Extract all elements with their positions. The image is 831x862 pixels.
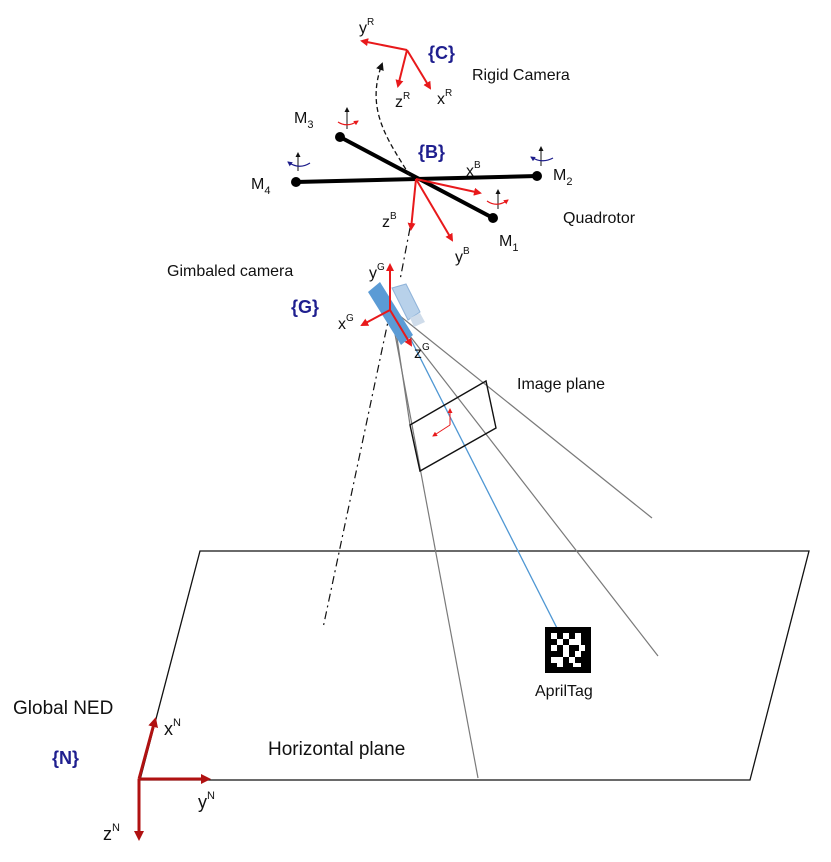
apriltag-label: AprilTag — [535, 683, 593, 700]
rigid-camera-label: Rigid Camera — [472, 67, 570, 84]
body-x-axis-label: xB — [466, 160, 481, 180]
ned-axes — [134, 717, 211, 841]
motor-m2-label: M2 — [553, 167, 572, 188]
motor-dots — [291, 132, 542, 223]
gimbaled-camera-body — [368, 282, 425, 345]
image-plane-label: Image plane — [517, 376, 605, 393]
rotor-spin-m1 — [486, 189, 509, 209]
frame-n-label: {N} — [52, 748, 79, 768]
frame-b-label: {B} — [418, 142, 445, 162]
quadrotor-label: Quadrotor — [563, 210, 636, 227]
gimbal-x-axis-label: xG — [338, 313, 354, 333]
motor-m3-label: M3 — [294, 110, 313, 131]
gimbaled-camera-label: Gimbaled camera — [167, 263, 293, 280]
body-z-extension — [399, 227, 411, 281]
optical-ray — [399, 317, 564, 641]
horizontal-plane-shape — [139, 550, 810, 781]
image-plane-shape — [409, 379, 497, 473]
ned-y-axis-label: yN — [198, 790, 215, 812]
body-z-axis-label: zB — [382, 211, 397, 231]
frame-g-label: {G} — [291, 297, 319, 317]
gimbal-nadir-line — [322, 311, 391, 629]
apriltag-marker — [545, 627, 591, 673]
motor-m4-label: M4 — [251, 176, 270, 197]
rigid-x-axis-label: xR — [437, 88, 452, 108]
horizontal-plane-label: Horizontal plane — [268, 739, 405, 760]
gimbal-z-axis-label: zG — [414, 342, 430, 362]
gimbal-y-axis-label: yG — [369, 262, 385, 282]
gimbal-frame-axes — [360, 263, 413, 347]
global-ned-label: Global NED — [13, 698, 113, 719]
rigid-y-axis-label: yR — [359, 17, 374, 37]
quadrotor-arms — [294, 135, 539, 220]
motor-m1-label: M1 — [499, 233, 518, 254]
rotor-spin-m4 — [287, 152, 311, 171]
rotor-spin-m2 — [530, 146, 554, 166]
rigid-z-axis-label: zR — [395, 91, 410, 111]
frame-c-label: {C} — [428, 43, 455, 63]
ned-z-axis-label: zN — [103, 822, 120, 844]
image-plane-axes — [432, 408, 453, 437]
rotor-spin-m3 — [337, 107, 359, 129]
ned-x-axis-label: xN — [164, 717, 181, 739]
body-frame-axes — [407, 178, 482, 242]
body-y-axis-label: yB — [455, 246, 470, 266]
rigid-camera-axes — [360, 38, 432, 90]
body-to-camera-curve — [375, 62, 411, 177]
